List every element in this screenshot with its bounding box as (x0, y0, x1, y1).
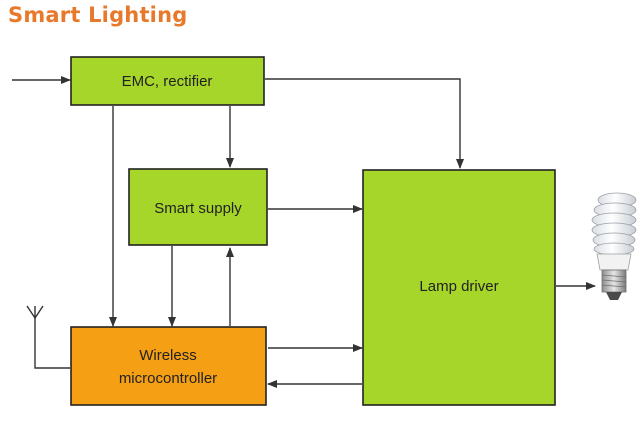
microcontroller-label-line2: microcontroller (119, 370, 217, 387)
emc-rectifier-label: EMC, rectifier (122, 73, 213, 90)
emc-to-driver-arrow (265, 78, 464, 169)
lamp-driver-label: Lamp driver (419, 278, 498, 295)
connections (12, 76, 596, 388)
microcontroller-label-line1: Wireless (139, 347, 197, 364)
page-title: Smart Lighting (8, 3, 188, 27)
antenna-feed-line (34, 318, 70, 369)
cfl-bulb-icon (591, 192, 637, 300)
antenna-icon (26, 305, 44, 319)
emc-rectifier-block: EMC, rectifier (70, 56, 265, 106)
wireless-microcontroller-block: Wireless microcontroller (70, 326, 267, 406)
smart-supply-label: Smart supply (154, 200, 242, 217)
lamp-driver-block: Lamp driver (362, 169, 556, 406)
smart-supply-block: Smart supply (128, 168, 268, 246)
